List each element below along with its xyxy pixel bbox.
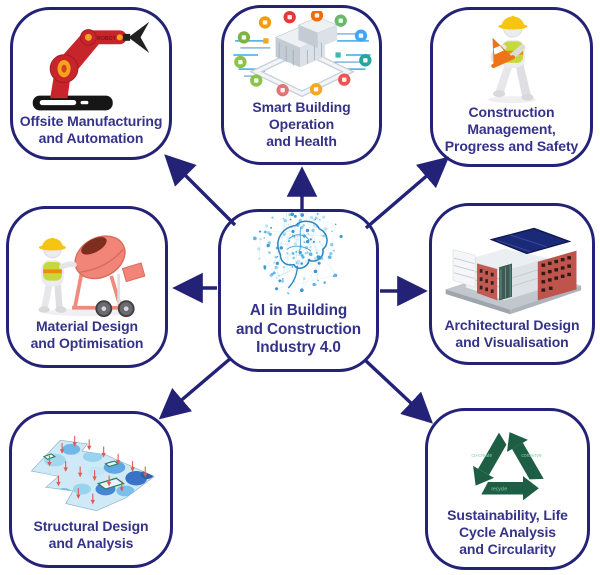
recycle-word: recycle: [491, 486, 507, 492]
node-label-structural: Structural Design and Analysis: [12, 518, 170, 565]
label-line: and Automation: [38, 129, 144, 146]
node-structural-design: Structural Design and Analysis: [9, 411, 173, 568]
node-label-architectural: Architectural Design and Visualisation: [432, 317, 592, 362]
concrete-mixer-icon: [9, 209, 165, 318]
label-line: Cycle Analysis: [459, 523, 556, 540]
structural-heatmap-icon: [12, 414, 170, 518]
label-line: Construction: [468, 103, 555, 120]
node-label-sustainability: Sustainability, Life Cycle Analysis and …: [428, 507, 587, 567]
smart-building-icon: [224, 8, 379, 99]
building-model-icon: [432, 206, 592, 317]
node-construction-management: Construction Management, Progress and Sa…: [430, 7, 593, 167]
label-line: Architectural Design: [444, 316, 580, 333]
robot-label-text: ROBOT: [97, 36, 117, 42]
label-line: and Construction: [235, 320, 362, 338]
label-line: Smart Building: [252, 98, 351, 115]
recycle-word: conserve: [521, 453, 542, 459]
label-line: Management,: [467, 120, 556, 137]
label-line: AI in Building: [249, 302, 348, 320]
node-smart-building: Smart Building Operation and Health: [221, 5, 382, 165]
node-offsite-manufacturing: ROBOT Offsite Manufacturing and Automati…: [10, 7, 172, 160]
node-label-construction: Construction Management, Progress and Sa…: [433, 104, 590, 164]
label-line: and Health: [266, 132, 337, 149]
label-line: Structural Design: [33, 517, 149, 534]
label-line: and Visualisation: [455, 333, 569, 350]
node-sustainability: recycle conserve co-create Sustainabilit…: [425, 408, 590, 570]
recycle-word: co-create: [471, 453, 492, 459]
node-label-smart-building: Smart Building Operation and Health: [224, 99, 379, 162]
node-label-center: AI in Building and Construction Industry…: [221, 302, 376, 369]
label-line: and Optimisation: [30, 334, 144, 351]
node-label-offsite: Offsite Manufacturing and Automation: [13, 113, 169, 157]
node-center-ai: AI in Building and Construction Industry…: [218, 209, 379, 372]
label-line: Sustainability, Life: [447, 506, 568, 523]
node-architectural-design: Architectural Design and Visualisation: [429, 203, 595, 365]
label-line: and Circularity: [459, 540, 556, 557]
iot-node-dots: [233, 10, 372, 97]
node-label-material: Material Design and Optimisation: [9, 318, 165, 365]
label-line: Industry 4.0: [256, 339, 341, 357]
node-material-design: Material Design and Optimisation: [6, 206, 168, 368]
robot-arm-icon: ROBOT: [13, 10, 169, 113]
label-line: Operation: [268, 115, 335, 132]
ai-brain-network-icon: [221, 212, 376, 302]
label-line: and Analysis: [48, 534, 134, 551]
label-line: Material Design: [36, 317, 138, 334]
recycle-symbol-icon: recycle conserve co-create: [428, 411, 587, 507]
label-line: Offsite Manufacturing: [19, 112, 163, 129]
label-line: Progress and Safety: [444, 137, 579, 154]
construction-worker-icon: [433, 10, 590, 104]
